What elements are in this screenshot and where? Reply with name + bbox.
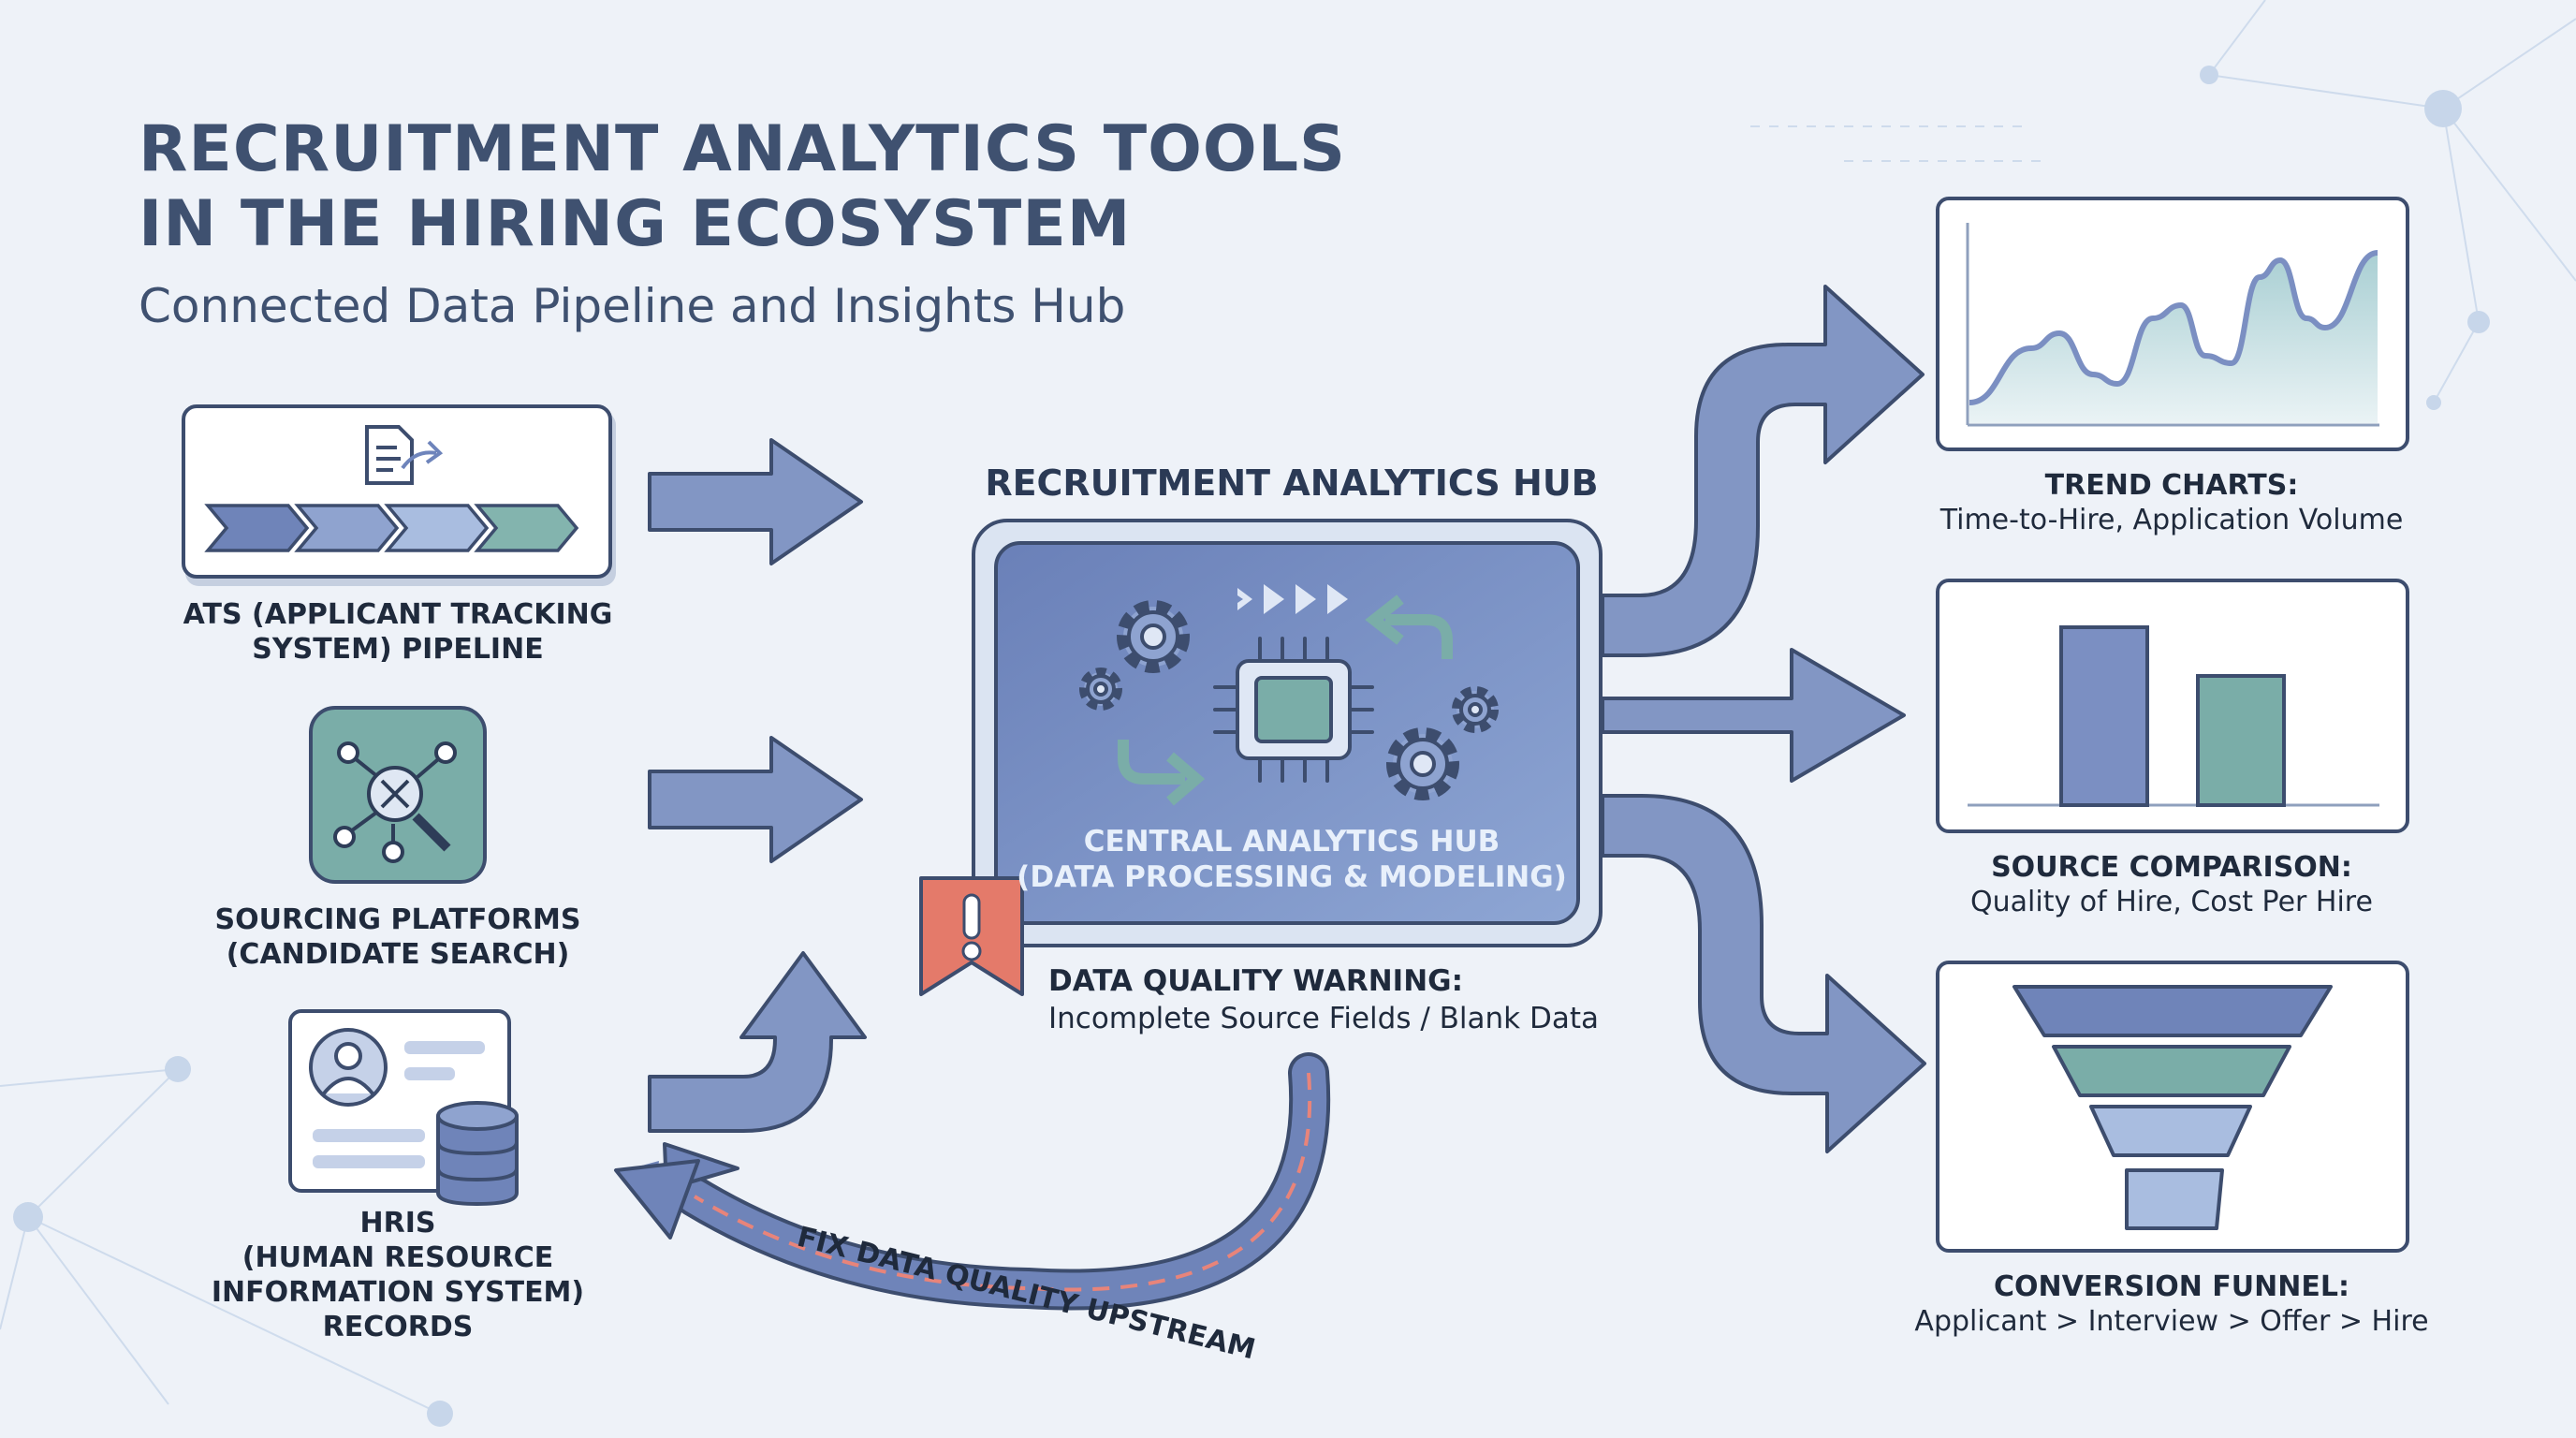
comparison-bar-1 — [2059, 625, 2149, 807]
trend-charts-detail: Time-to-Hire, Application Volume — [1939, 504, 2404, 536]
forward-arrow-icon — [1118, 740, 1206, 806]
conversion-funnel-title: CONVERSION FUNNEL: — [1994, 1270, 2349, 1303]
document-export-icon — [365, 425, 444, 485]
comparison-bar-2 — [2196, 674, 2286, 807]
background-node-dots — [13, 66, 2490, 1427]
exclamation-icon — [919, 876, 1024, 996]
conversion-funnel-panel — [1936, 961, 2409, 1253]
source-comparison-title: SOURCE COMPARISON: — [1991, 851, 2352, 884]
title-line-1: RECRUITMENT ANALYTICS TOOLS — [139, 112, 1347, 186]
ats-pipeline-stages — [204, 504, 579, 552]
hris-to-hub-arrow — [648, 951, 867, 1133]
trend-area — [1969, 253, 2378, 423]
sourcing-label: SOURCING PLATFORMS (CANDIDATE SEARCH) — [214, 903, 581, 971]
sourcing-to-hub-arrow — [648, 736, 863, 863]
profile-database-icon — [288, 1009, 519, 1207]
page-subtitle: Connected Data Pipeline and Insights Hub — [139, 279, 1126, 333]
source-comparison-panel — [1936, 579, 2409, 833]
hub-to-comparison-arrow — [1601, 648, 1906, 783]
trend-chart-panel — [1936, 197, 2409, 451]
trend-line — [1969, 250, 2378, 405]
conversion-funnel-detail: Applicant > Interview > Offer > Hire — [1914, 1305, 2429, 1338]
warning-detail: Incomplete Source Fields / Blank Data — [1048, 1002, 1599, 1035]
network-search-icon — [309, 706, 487, 884]
hris-label: HRIS (HUMAN RESOURCE INFORMATION SYSTEM)… — [211, 1207, 585, 1343]
hub-to-trend-arrow — [1601, 285, 1925, 657]
processor-chip-icon — [1213, 637, 1374, 783]
source-comparison-detail: Quality of Hire, Cost Per Hire — [1970, 886, 2373, 918]
hub-chevrons-icon — [1237, 584, 1348, 614]
title-line-2: IN THE HIRING ECOSYSTEM — [139, 187, 1132, 261]
hub-label: CENTRAL ANALYTICS HUB (DATA PROCESSING &… — [1017, 825, 1567, 894]
hub-to-funnel-arrow — [1601, 794, 1926, 1153]
feedback-loop-arrow — [614, 1052, 1331, 1311]
warning-title: DATA QUALITY WARNING: — [1048, 964, 1464, 998]
ats-label: ATS (APPLICANT TRACKING SYSTEM) PIPELINE — [183, 598, 613, 666]
gear-icon — [1079, 600, 1499, 800]
return-arrow-icon — [1365, 594, 1453, 659]
ats-to-hub-arrow — [648, 438, 863, 565]
hub-title: RECRUITMENT ANALYTICS HUB — [985, 462, 1599, 504]
page-title: RECRUITMENT ANALYTICS TOOLS IN THE HIRIN… — [139, 112, 1355, 262]
trend-charts-title: TREND CHARTS: — [2044, 469, 2299, 502]
